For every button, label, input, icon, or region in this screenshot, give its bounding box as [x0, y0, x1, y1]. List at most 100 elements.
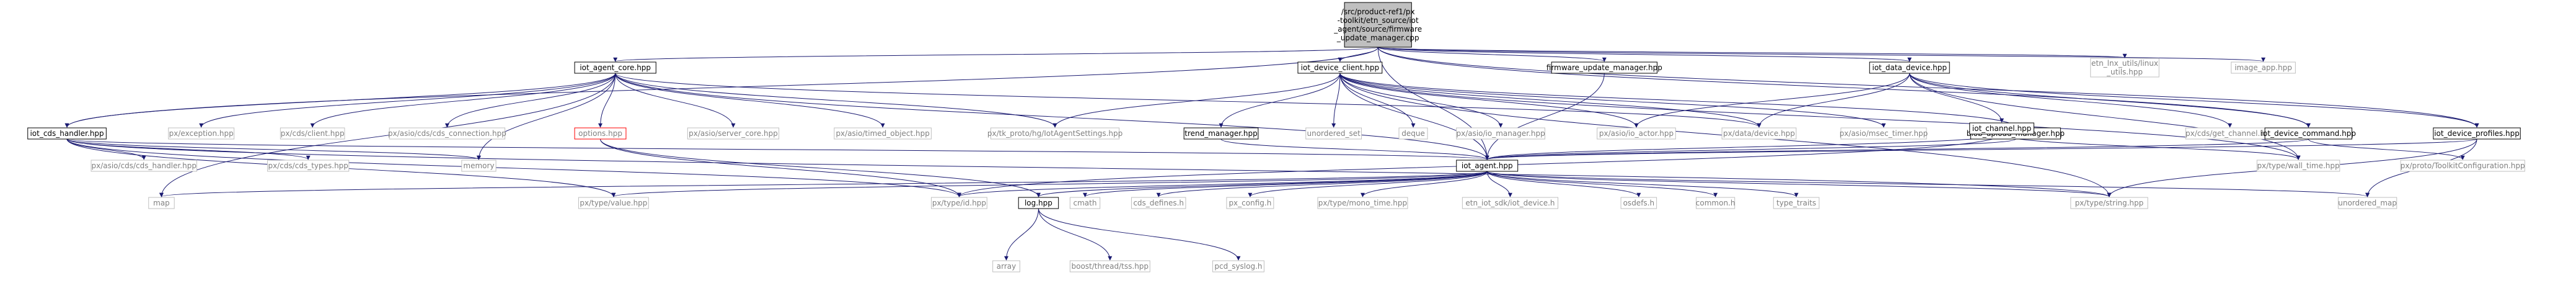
node-iot-device-client[interactable]: iot_device_client.hpp	[1297, 61, 1383, 74]
node-box	[574, 127, 627, 140]
node-label: px/data/device.hpp	[1723, 129, 1795, 138]
node-box	[461, 160, 496, 172]
node-px-cds-types[interactable]: px/cds/cds_types.hpp	[267, 160, 350, 172]
node-label: options.hpp	[578, 129, 622, 138]
node-box	[1297, 61, 1383, 74]
node-px-asio-msec-timer[interactable]: px/asio/msec_timer.hpp	[1840, 127, 1928, 140]
node-px-asio-timed-object[interactable]: px/asio/timed_object.hpp	[834, 127, 932, 140]
node-px-type-id[interactable]: px/type/id.hpp	[931, 197, 987, 209]
edge-root-to-image_app	[1377, 47, 2265, 62]
node-px-tk-proto[interactable]: px/tk_proto/hg/IotAgentSettings.hpp	[987, 127, 1123, 140]
edge-iot_agent-to-unordered_map	[1486, 171, 2370, 197]
node-label: boost/thread/tss.hpp	[1072, 262, 1149, 271]
edge-iot_agent-to-common	[1486, 171, 1718, 197]
node-map[interactable]: map	[148, 197, 175, 209]
node-px-data-device[interactable]: px/data/device.hpp	[1721, 127, 1797, 140]
edge-iot_agent_core-to-px_asio_server_core	[615, 73, 736, 128]
node-deque[interactable]: deque	[1398, 127, 1428, 140]
node-label: iot_device_client.hpp	[1301, 63, 1379, 72]
node-memory[interactable]: memory	[461, 160, 496, 172]
edge-iot_agent-to-px_type_id	[957, 171, 1488, 197]
edge-log-to-array	[1004, 208, 1039, 261]
node-box	[2256, 160, 2340, 172]
node-box	[687, 127, 780, 140]
node-common[interactable]: common.h	[1696, 197, 1736, 209]
node-iot-device-command[interactable]: iot_device_command.hpp	[2261, 127, 2356, 140]
node-type-traits[interactable]: type_traits	[1773, 197, 1820, 209]
edge-iot_agent_core-to-options	[598, 73, 616, 128]
node-box	[2337, 197, 2397, 209]
node-box	[1869, 61, 1950, 74]
node-image-app[interactable]: image_app.hpp	[2231, 61, 2296, 74]
node-iot-agent-core[interactable]: iot_agent_core.hpp	[574, 61, 656, 74]
node-options[interactable]: options.hpp	[574, 127, 627, 140]
node-label: iot_device_command.hpp	[2261, 129, 2356, 138]
node-log[interactable]: log.hpp	[1018, 197, 1059, 209]
node-px-type-wall-time[interactable]: px/type/wall_time.hpp	[2256, 160, 2340, 172]
node-px-config[interactable]: px_config.h	[1226, 197, 1274, 209]
node-label: px/asio/timed_object.hpp	[836, 129, 929, 138]
node-label: px/asio/msec_timer.hpp	[1840, 129, 1928, 138]
node-unordered-map[interactable]: unordered_map	[2337, 197, 2397, 209]
edge-iot_cds_handler-to-px_type_id	[66, 138, 961, 197]
edge-iot_agent_core-to-px_cds_client	[310, 73, 616, 128]
edge-iot_device_client-to-px_tk_proto	[1052, 73, 1341, 128]
edge-iot_agent-to-px_type_value	[611, 171, 1488, 197]
node-cds-defines[interactable]: cds_defines.h	[1131, 197, 1186, 209]
node-px-cds-get-channel[interactable]: px/cds/get_channel.hpp	[2185, 127, 2275, 140]
node-box	[1398, 127, 1428, 140]
edge-root-to-iot_cds_handler	[64, 47, 1378, 128]
node-box	[389, 127, 506, 140]
node-px-cds-client[interactable]: px/cds/client.hpp	[280, 127, 345, 140]
edge-iot_data_device-to-px_type_wall_time	[1909, 73, 2301, 160]
edge-iot_cds_handler-to-px_type_string	[66, 138, 2111, 197]
node-px-type-string[interactable]: px/type/string.hpp	[2070, 197, 2148, 209]
edge-root-to-etn_lnx_utils	[1377, 47, 2127, 58]
node-iot-cds-handler[interactable]: iot_cds_handler.hpp	[27, 127, 107, 140]
node-px-asio-io-manager[interactable]: px/asio/io_manager.hpp	[1456, 127, 1545, 140]
edge-firmware_update_manager-to-iot_agent	[1484, 73, 1605, 160]
edge-iot_agent-to-px_type_mono_time	[1361, 171, 1488, 197]
node-px-type-mono-time[interactable]: px/type/mono_time.hpp	[1317, 197, 1408, 209]
edge-root-to-iot_agent	[1377, 47, 1489, 160]
node-root[interactable]: /src/product-ref1/px-toolkit/etn_source/…	[1333, 2, 1422, 48]
node-pcd-syslog[interactable]: pcd_syslog.h	[1212, 260, 1264, 273]
node-label: deque	[1401, 129, 1425, 138]
node-box	[2231, 61, 2296, 74]
node-etn-lnx-utils[interactable]: etn_lnx_utils/linux_utils.hpp	[2090, 58, 2159, 78]
node-firmware-update-manager[interactable]: firmware_update_manager.hpp	[1546, 61, 1662, 74]
node-osdefs[interactable]: osdefs.h	[1620, 197, 1657, 209]
node-trend-manager[interactable]: trend_manager.hpp	[1183, 127, 1259, 140]
node-array[interactable]: array	[992, 260, 1020, 273]
node-label: px/type/id.hpp	[932, 199, 986, 207]
node-px-exception[interactable]: px/exception.hpp	[168, 127, 235, 140]
node-px-type-value[interactable]: px/type/value.hpp	[578, 197, 649, 209]
node-px-asio-cds-connection[interactable]: px/asio/cds/cds_connection.hpp	[388, 127, 506, 140]
node-px-asio-cds-handler[interactable]: px/asio/cds/cds_handler.hpp	[90, 160, 197, 172]
node-iot-agent[interactable]: iot_agent.hpp	[1456, 160, 1519, 172]
node-label: px/asio/io_manager.hpp	[1456, 129, 1545, 138]
node-px-asio-io-actor[interactable]: px/asio/io_actor.hpp	[1597, 127, 1676, 140]
node-label: iot_data_device.hpp	[1872, 63, 1947, 72]
node-iot-device-profiles[interactable]: iot_device_profiles.hpp	[2433, 127, 2521, 140]
node-label: px/asio/cds/cds_handler.hpp	[91, 161, 196, 170]
node-iot-data-device[interactable]: iot_data_device.hpp	[1869, 61, 1950, 74]
edge-iot_data_device-to-px_cds_get_channel	[1909, 73, 2232, 128]
edge-iot_agent-to-map	[159, 171, 1488, 197]
node-etn-iot-sdk[interactable]: etn_iot_sdk/iot_device.h	[1462, 197, 1559, 209]
edge-iot_data_device-to-iot_channel	[1909, 73, 2005, 123]
node-boost-tss[interactable]: boost/thread/tss.hpp	[1069, 260, 1150, 273]
node-label: pcd_syslog.h	[1214, 262, 1262, 271]
node-box	[992, 260, 1020, 273]
node-px-proto-toolkit[interactable]: px/proto/ToolkitConfiguration.hpp	[2400, 160, 2525, 172]
node-label: px/cds/cds_types.hpp	[268, 161, 348, 170]
edge-iot_device_client-to-iot_agent	[1339, 73, 1489, 160]
node-cmath[interactable]: cmath	[1069, 197, 1101, 209]
edge-iot_device_client-to-px_type_wall_time	[1339, 73, 2301, 160]
node-unordered-set[interactable]: unordered_set	[1305, 127, 1362, 140]
edge-root-to-firmware_update_manager	[1377, 47, 1607, 62]
node-px-asio-server-core[interactable]: px/asio/server_core.hpp	[687, 127, 780, 140]
node-iot-channel[interactable]: iot_channel.hpp	[1969, 122, 2034, 135]
node-label: firmware_update_manager.hpp	[1546, 63, 1662, 72]
edge-iot_agent-to-etn_iot_sdk	[1486, 171, 1512, 197]
